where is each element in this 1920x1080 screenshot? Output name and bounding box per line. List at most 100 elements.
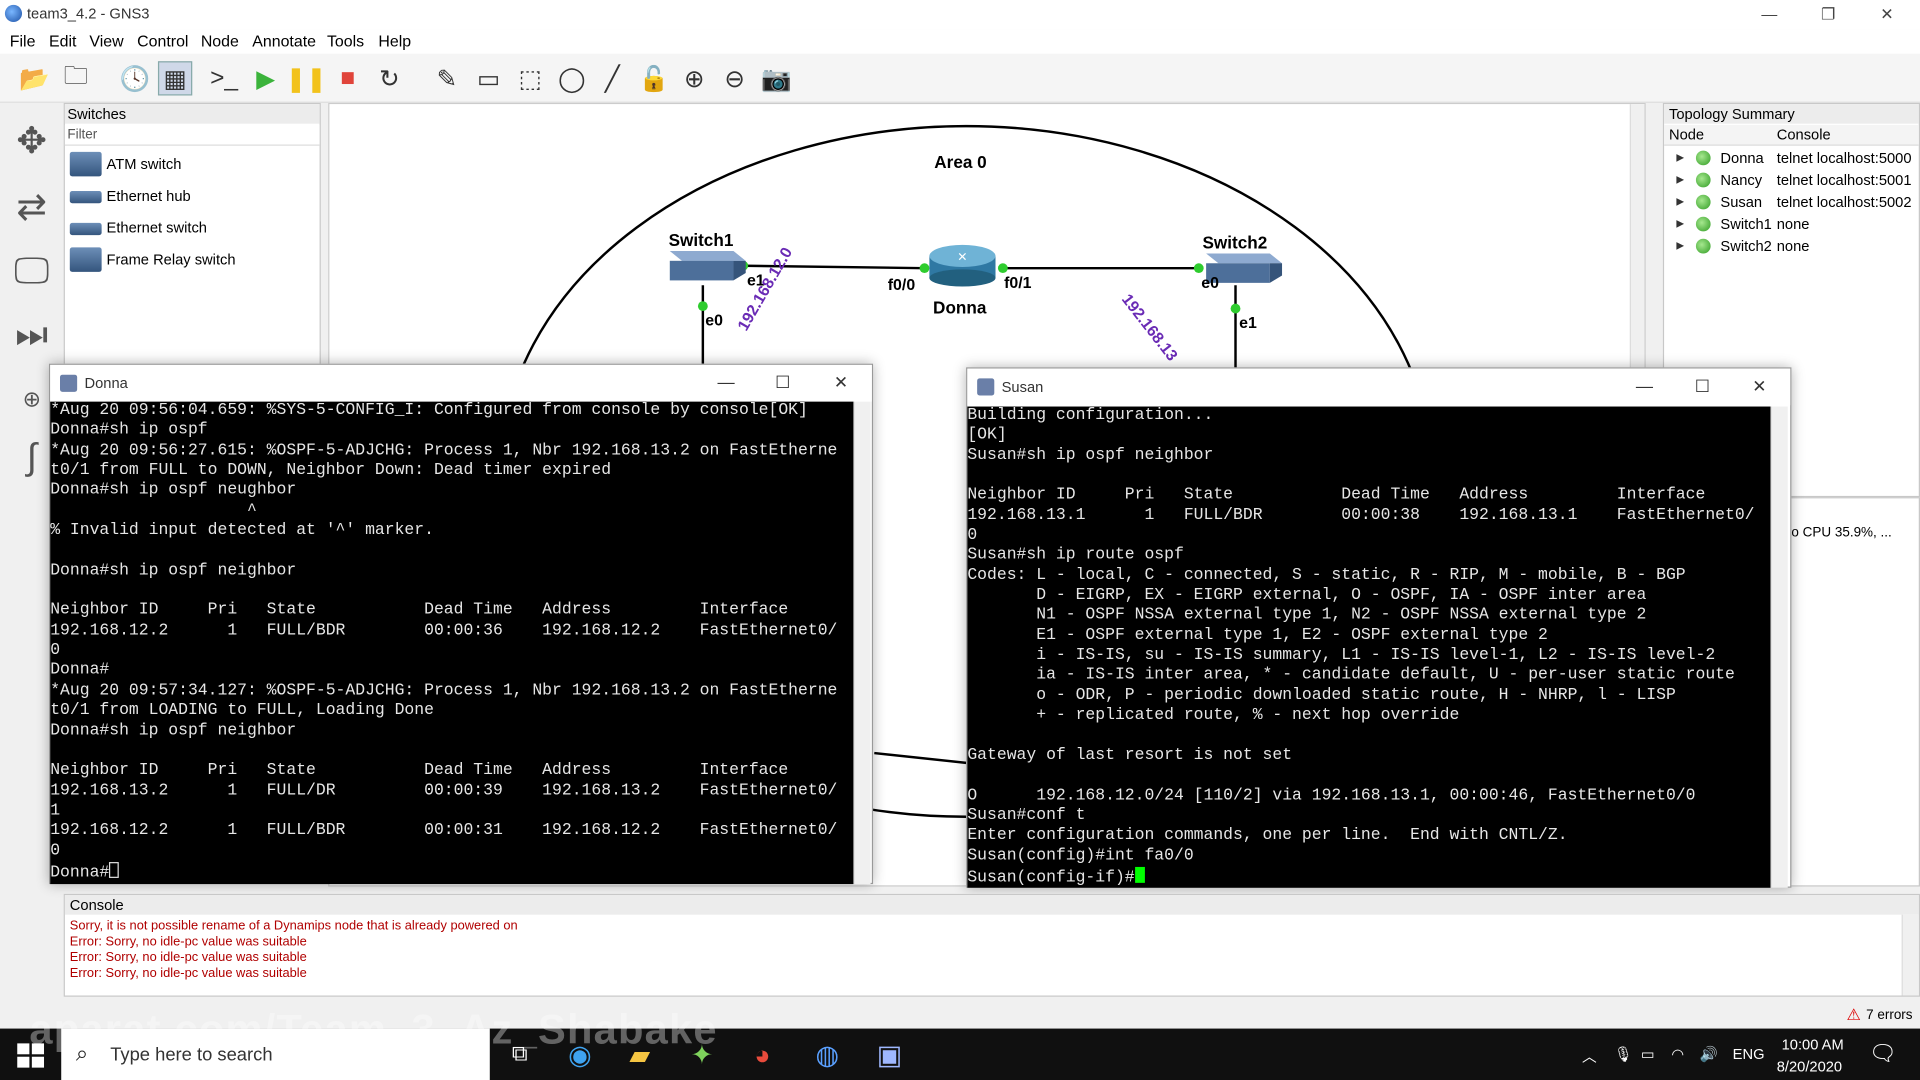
switches-filter-input[interactable]: Filter [64,124,320,146]
line-icon[interactable]: ╱ [604,65,620,93]
menu-control[interactable]: Control [137,31,189,51]
menu-file[interactable]: File [9,31,36,51]
gns3-app-icon [4,4,23,23]
device-frame-relay-switch[interactable]: Frame Relay switch [69,245,315,274]
screenshot-icon[interactable]: 📷 [761,65,792,93]
device-ethernet-switch[interactable]: Ethernet switch [69,213,315,242]
wifi-icon[interactable]: ◠ [1671,1045,1685,1063]
file-explorer-icon[interactable]: ▰ [629,1039,651,1071]
expand-arrow-icon[interactable]: ▶ [1676,151,1684,163]
terminal-prompt[interactable]: Donna# [50,861,853,883]
pause-icon[interactable]: ❚❚ [285,65,327,93]
warning-icon: ⚠ [1846,1005,1861,1024]
start-icon[interactable]: ▶ [256,65,276,93]
device-ethernet-hub[interactable]: Ethernet hub [69,181,315,210]
volume-icon[interactable]: 🔊 [1699,1045,1718,1063]
taskbar-search-box[interactable]: ⌕ Type here to search [61,1028,490,1080]
terminal-line: 192.168.13.2 1 FULL/DR 00:00:39 192.168.… [50,781,838,801]
browse-all-devices-icon[interactable]: ✥ [16,121,48,162]
console-scrollbar[interactable] [1901,914,1919,996]
browse-end-devices-icon[interactable]: 🖵 [14,251,50,292]
close-button[interactable]: ✕ [1880,4,1894,24]
donna-label[interactable]: Donna [933,297,987,318]
donna-terminal-output[interactable]: *Aug 20 09:56:04.659: %SYS-5-CONFIG_I: C… [50,401,854,885]
windows-start-icon[interactable] [17,1043,45,1068]
susan-terminal-window[interactable]: Susan — ☐ ✕ Building configuration...[OK… [966,367,1792,888]
ellipse-icon[interactable]: ◯ [558,65,586,93]
chrome-icon[interactable]: ◕ [754,1039,771,1071]
topology-summary-columns: Node Console [1664,124,1919,146]
close-button[interactable]: ✕ [1752,375,1767,396]
menu-tools[interactable]: Tools [326,31,365,51]
minimize-button[interactable]: — [1635,375,1654,396]
menu-node[interactable]: Node [200,31,239,51]
clock-date[interactable]: 8/20/2020 [1776,1057,1843,1076]
insert-image-icon[interactable]: ▭ [476,65,501,93]
language-indicator[interactable]: ENG [1732,1045,1765,1063]
topology-row[interactable]: ▶ Switch1 none [1664,213,1920,235]
minimize-button[interactable]: — [717,372,735,392]
expand-arrow-icon[interactable]: ▶ [1676,195,1684,207]
maximize-button[interactable]: ☐ [775,372,791,392]
susan-terminal-scrollbar[interactable] [1770,406,1788,888]
microphone-icon[interactable]: 🎙 [1613,1045,1633,1063]
expand-arrow-icon[interactable]: ▶ [1676,217,1684,229]
donna-terminal-titlebar[interactable]: Donna — ☐ ✕ [50,364,872,402]
battery-icon[interactable]: ▭ [1640,1045,1655,1063]
notifications-icon[interactable]: 🗨 [1868,1040,1897,1066]
donna-terminal-scrollbar[interactable] [853,401,871,885]
menu-help[interactable]: Help [378,31,412,51]
open-folder-icon[interactable]: 📂 [19,65,50,93]
maximize-button[interactable]: ☐ [1694,375,1711,396]
column-console[interactable]: Console [1776,126,1831,144]
task-view-icon[interactable]: ⧉ [511,1040,528,1066]
topology-row[interactable]: ▶ Switch2 none [1664,235,1920,257]
gns3-taskbar-icon[interactable]: ◍ [815,1039,840,1071]
error-count[interactable]: 7 errors [1866,1007,1913,1023]
topology-row[interactable]: ▶ Donna telnet localhost:5000 [1664,147,1920,169]
switch2-label[interactable]: Switch2 [1202,232,1268,253]
edit-note-icon[interactable]: ✎ [436,65,458,93]
menu-view[interactable]: View [89,31,124,51]
menu-annotate[interactable]: Annotate [252,31,316,51]
close-button[interactable]: ✕ [833,372,849,392]
device-atm-switch[interactable]: ATM switch [69,149,315,178]
restore-button[interactable]: ❐ [1821,4,1836,24]
edge-browser-icon[interactable]: ◉ [568,1039,592,1071]
donna-terminal-window[interactable]: Donna — ☐ ✕ *Aug 20 09:56:04.659: %SYS-5… [48,363,874,885]
app-icon[interactable]: ✦ [690,1039,714,1071]
susan-terminal-output[interactable]: Building configuration...[OK]Susan#sh ip… [967,406,1771,888]
susan-terminal-titlebar[interactable]: Susan — ☐ ✕ [967,368,1791,406]
terminal-line: i - IS-IS, su - IS-IS summary, L1 - IS-I… [967,646,1716,666]
switch1-label[interactable]: Switch1 [668,230,734,250]
port-dot [1193,263,1204,274]
terminal-prompt[interactable]: Susan(config-if)# [967,866,1770,888]
terminal-taskbar-icon[interactable]: ▣ [876,1039,903,1071]
browse-misc-devices-icon[interactable]: ⊕ [22,386,42,412]
reload-icon[interactable]: ↻ [379,65,400,93]
topology-row[interactable]: ▶ Susan telnet localhost:5002 [1664,191,1920,213]
clock-icon[interactable]: 🕓 [119,65,150,93]
browse-security-devices-icon[interactable]: ⏭ [15,314,49,356]
snapshot-grid-icon[interactable]: ▦ [157,61,193,96]
clock-time[interactable]: 10:00 AM [1781,1035,1844,1054]
tray-chevron-icon[interactable]: ︿ [1582,1048,1597,1066]
console-icon[interactable]: >_ [210,64,239,92]
folder-icon[interactable]: 🗀 [63,62,89,90]
browse-switches-icon[interactable]: ⇄ [16,187,48,228]
stop-icon[interactable]: ■ [340,64,356,92]
terminal-line: t0/1 from FULL to DOWN, Neighbor Down: D… [50,461,612,481]
expand-arrow-icon[interactable]: ▶ [1676,240,1684,252]
port-label: e0 [705,311,724,330]
menu-edit[interactable]: Edit [48,31,77,51]
topology-row[interactable]: ▶ Nancy telnet localhost:5001 [1664,169,1920,191]
minimize-button[interactable]: — [1761,4,1778,24]
lock-icon[interactable]: 🔓 [638,65,670,93]
terminal-line: Donna#sh ip ospf [50,421,208,441]
zoom-out-icon[interactable]: ⊖ [724,65,745,93]
expand-arrow-icon[interactable]: ▶ [1676,173,1684,185]
zoom-in-icon[interactable]: ⊕ [684,65,705,93]
add-link-icon[interactable]: ∫ [26,437,37,478]
rectangle-icon[interactable]: ⬚ [518,65,542,93]
column-node[interactable]: Node [1668,126,1705,144]
